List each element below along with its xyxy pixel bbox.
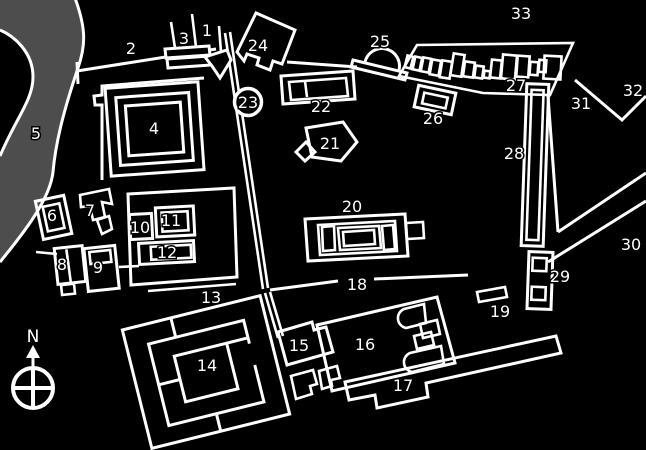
map-label-24: 24	[248, 36, 268, 55]
map-label-11: 11	[161, 211, 181, 230]
structure-10	[127, 211, 155, 242]
structure-8	[35, 243, 88, 297]
map-label-6: 6	[47, 206, 57, 225]
map-label-21: 21	[320, 134, 340, 153]
structure-7	[78, 187, 114, 236]
map-label-1: 1	[202, 21, 212, 40]
structure-27-row	[396, 41, 576, 97]
map-label-16: 16	[355, 335, 375, 354]
map-label-18: 18	[347, 275, 367, 294]
structure-4-temple	[92, 76, 206, 180]
map-label-3: 3	[179, 29, 189, 48]
map-label-7: 7	[85, 201, 95, 220]
map-label-13: 13	[201, 288, 221, 307]
map-label-25: 25	[370, 32, 390, 51]
map-label-8: 8	[57, 255, 67, 274]
map-label-32: 32	[623, 81, 643, 100]
structure-28	[519, 82, 551, 248]
river-left-bank	[0, 28, 35, 157]
structures	[33, 11, 576, 450]
compass-rose: N	[11, 327, 55, 410]
road-diagonal	[223, 31, 285, 339]
map-label-14: 14	[197, 356, 217, 375]
map-label-19: 19	[490, 302, 510, 321]
road-24-25-link	[286, 60, 358, 69]
structure-17	[343, 334, 563, 410]
north-label: N	[27, 327, 40, 347]
structure-23	[232, 86, 264, 118]
road-31	[546, 95, 560, 233]
structure-15-annex	[289, 364, 342, 401]
road-18	[269, 273, 469, 292]
map-label-31: 31	[571, 94, 591, 113]
structure-20	[303, 212, 426, 263]
structure-12	[136, 238, 197, 266]
map-label-15: 15	[289, 336, 309, 355]
map-label-22: 22	[311, 97, 331, 116]
map-label-2: 2	[126, 39, 136, 58]
structure-22	[279, 69, 357, 106]
structure-1	[202, 25, 233, 81]
river	[0, 0, 86, 263]
map-label-4: 4	[149, 119, 159, 138]
map-label-9: 9	[93, 258, 103, 277]
map-label-28: 28	[504, 144, 524, 163]
north-arrow	[26, 345, 40, 358]
map-label-29: 29	[550, 267, 570, 286]
map-label-12: 12	[157, 243, 177, 262]
structure-29	[525, 250, 555, 311]
building-32-corner	[574, 78, 646, 123]
structure-13-enclosure	[126, 186, 239, 293]
structure-24	[235, 11, 297, 72]
structure-19	[475, 285, 509, 304]
map-label-33: 33	[511, 4, 531, 23]
structure-15	[276, 320, 335, 367]
structure-26	[412, 83, 458, 117]
river-bay-fill	[0, 30, 33, 156]
structure-14-labyrinth	[120, 293, 292, 450]
structure-21	[293, 120, 359, 164]
map-label-27: 27	[506, 76, 526, 95]
structure-16-baths	[315, 295, 457, 393]
structure-25-theatre	[349, 47, 409, 82]
river-right-bank	[0, 0, 86, 263]
map-label-17: 17	[393, 376, 413, 395]
structure-11	[153, 204, 197, 239]
map-label-20: 20	[342, 197, 362, 216]
road-30	[547, 171, 646, 264]
map-label-5: 5	[31, 124, 41, 143]
map-label-26: 26	[423, 109, 443, 128]
structure-6	[33, 193, 74, 242]
map-label-23: 23	[238, 93, 258, 112]
map-label-30: 30	[621, 235, 641, 254]
map-label-10: 10	[130, 218, 150, 237]
